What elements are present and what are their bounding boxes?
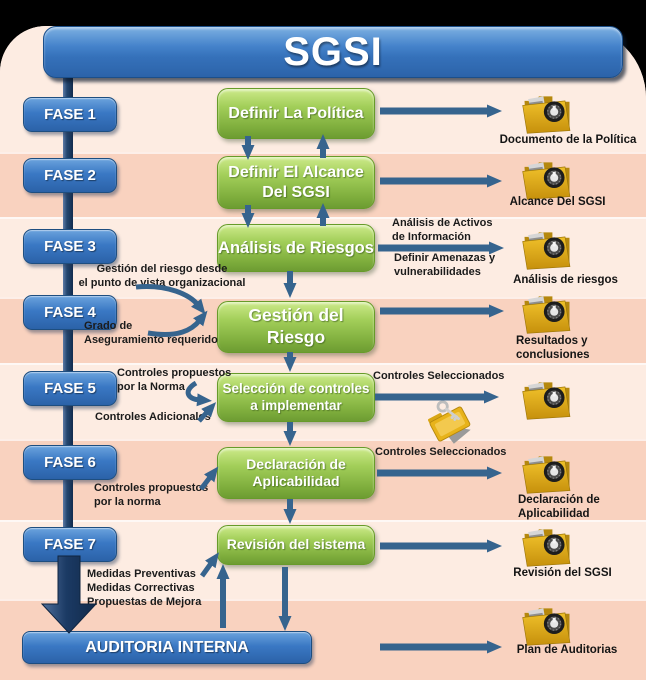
process-box-seleccion-controles: Selección de controles a implementar <box>217 373 375 422</box>
process-box-revision-sistema: Revisión del sistema <box>217 525 375 565</box>
folder-label: Alcance Del SGSI <box>509 196 606 208</box>
process-box-analisis-riesgos: Análisis de Riesgos <box>217 224 375 272</box>
folder-icon <box>520 603 574 648</box>
folder-label: Declaración de Aplicabilidad <box>518 494 600 521</box>
fase-5-pill: FASE 5 <box>23 371 117 406</box>
note-medidas-mejora: Medidas Preventivas Medidas Correctivas … <box>87 568 202 608</box>
folder-label: Plan de Auditorias <box>516 644 618 656</box>
fase-2-pill: FASE 2 <box>23 158 117 193</box>
title-banner: SGSI <box>43 26 623 78</box>
note-grado-aseguramiento: Grado de Aseguramiento requerido <box>84 320 218 346</box>
note-controles-adicionales: Controles Adicionales <box>95 411 211 423</box>
fase-3-pill: FASE 3 <box>23 229 117 264</box>
process-box-definir-politica: Definir La Política <box>217 88 375 139</box>
folder-icon <box>520 524 574 569</box>
process-box-declaracion: Declaración de Aplicabilidad <box>217 447 375 499</box>
folder-label: Resultados y conclusiones <box>516 335 590 362</box>
auditoria-interna-bar: AUDITORIA INTERNA <box>22 631 312 664</box>
note-controles-seleccionados-1: Controles Seleccionados <box>373 370 505 382</box>
process-box-gestion-riesgo: Gestión del Riesgo <box>217 301 375 353</box>
note-controles-propuestos-norma: Controles propuestos por la Norma <box>117 367 232 393</box>
note-controles-propuestos-norma-2: Controles propuestos por la norma <box>94 482 209 508</box>
folder-label: Revisión del SGSI <box>513 567 612 579</box>
note-analisis-activos: Análisis de Activos de Información <box>392 217 493 243</box>
folder-label: Análisis de riesgos <box>513 274 618 286</box>
note-gestion-organizacional: Gestión del riesgo desde el punto de vis… <box>78 263 246 289</box>
folder-icon <box>520 291 574 336</box>
folder-icon <box>520 377 574 422</box>
folder-icon <box>520 451 574 496</box>
process-box-alcance: Definir El Alcance Del SGSI <box>217 156 375 209</box>
folder-icon <box>520 91 574 136</box>
fase-6-pill: FASE 6 <box>23 445 117 480</box>
note-definir-amenazas: Definir Amenazas y vulnerabilidades <box>394 252 496 278</box>
keys-folder-icon <box>424 394 480 446</box>
folder-label: Documento de la Política <box>499 134 637 146</box>
page-title: SGSI <box>283 29 383 74</box>
note-controles-seleccionados-2: Controles Seleccionados <box>375 446 507 458</box>
folder-icon <box>520 227 574 272</box>
fase-1-pill: FASE 1 <box>23 97 117 132</box>
fase-7-pill: FASE 7 <box>23 527 117 562</box>
fase-4-pill: FASE 4 <box>23 295 117 330</box>
